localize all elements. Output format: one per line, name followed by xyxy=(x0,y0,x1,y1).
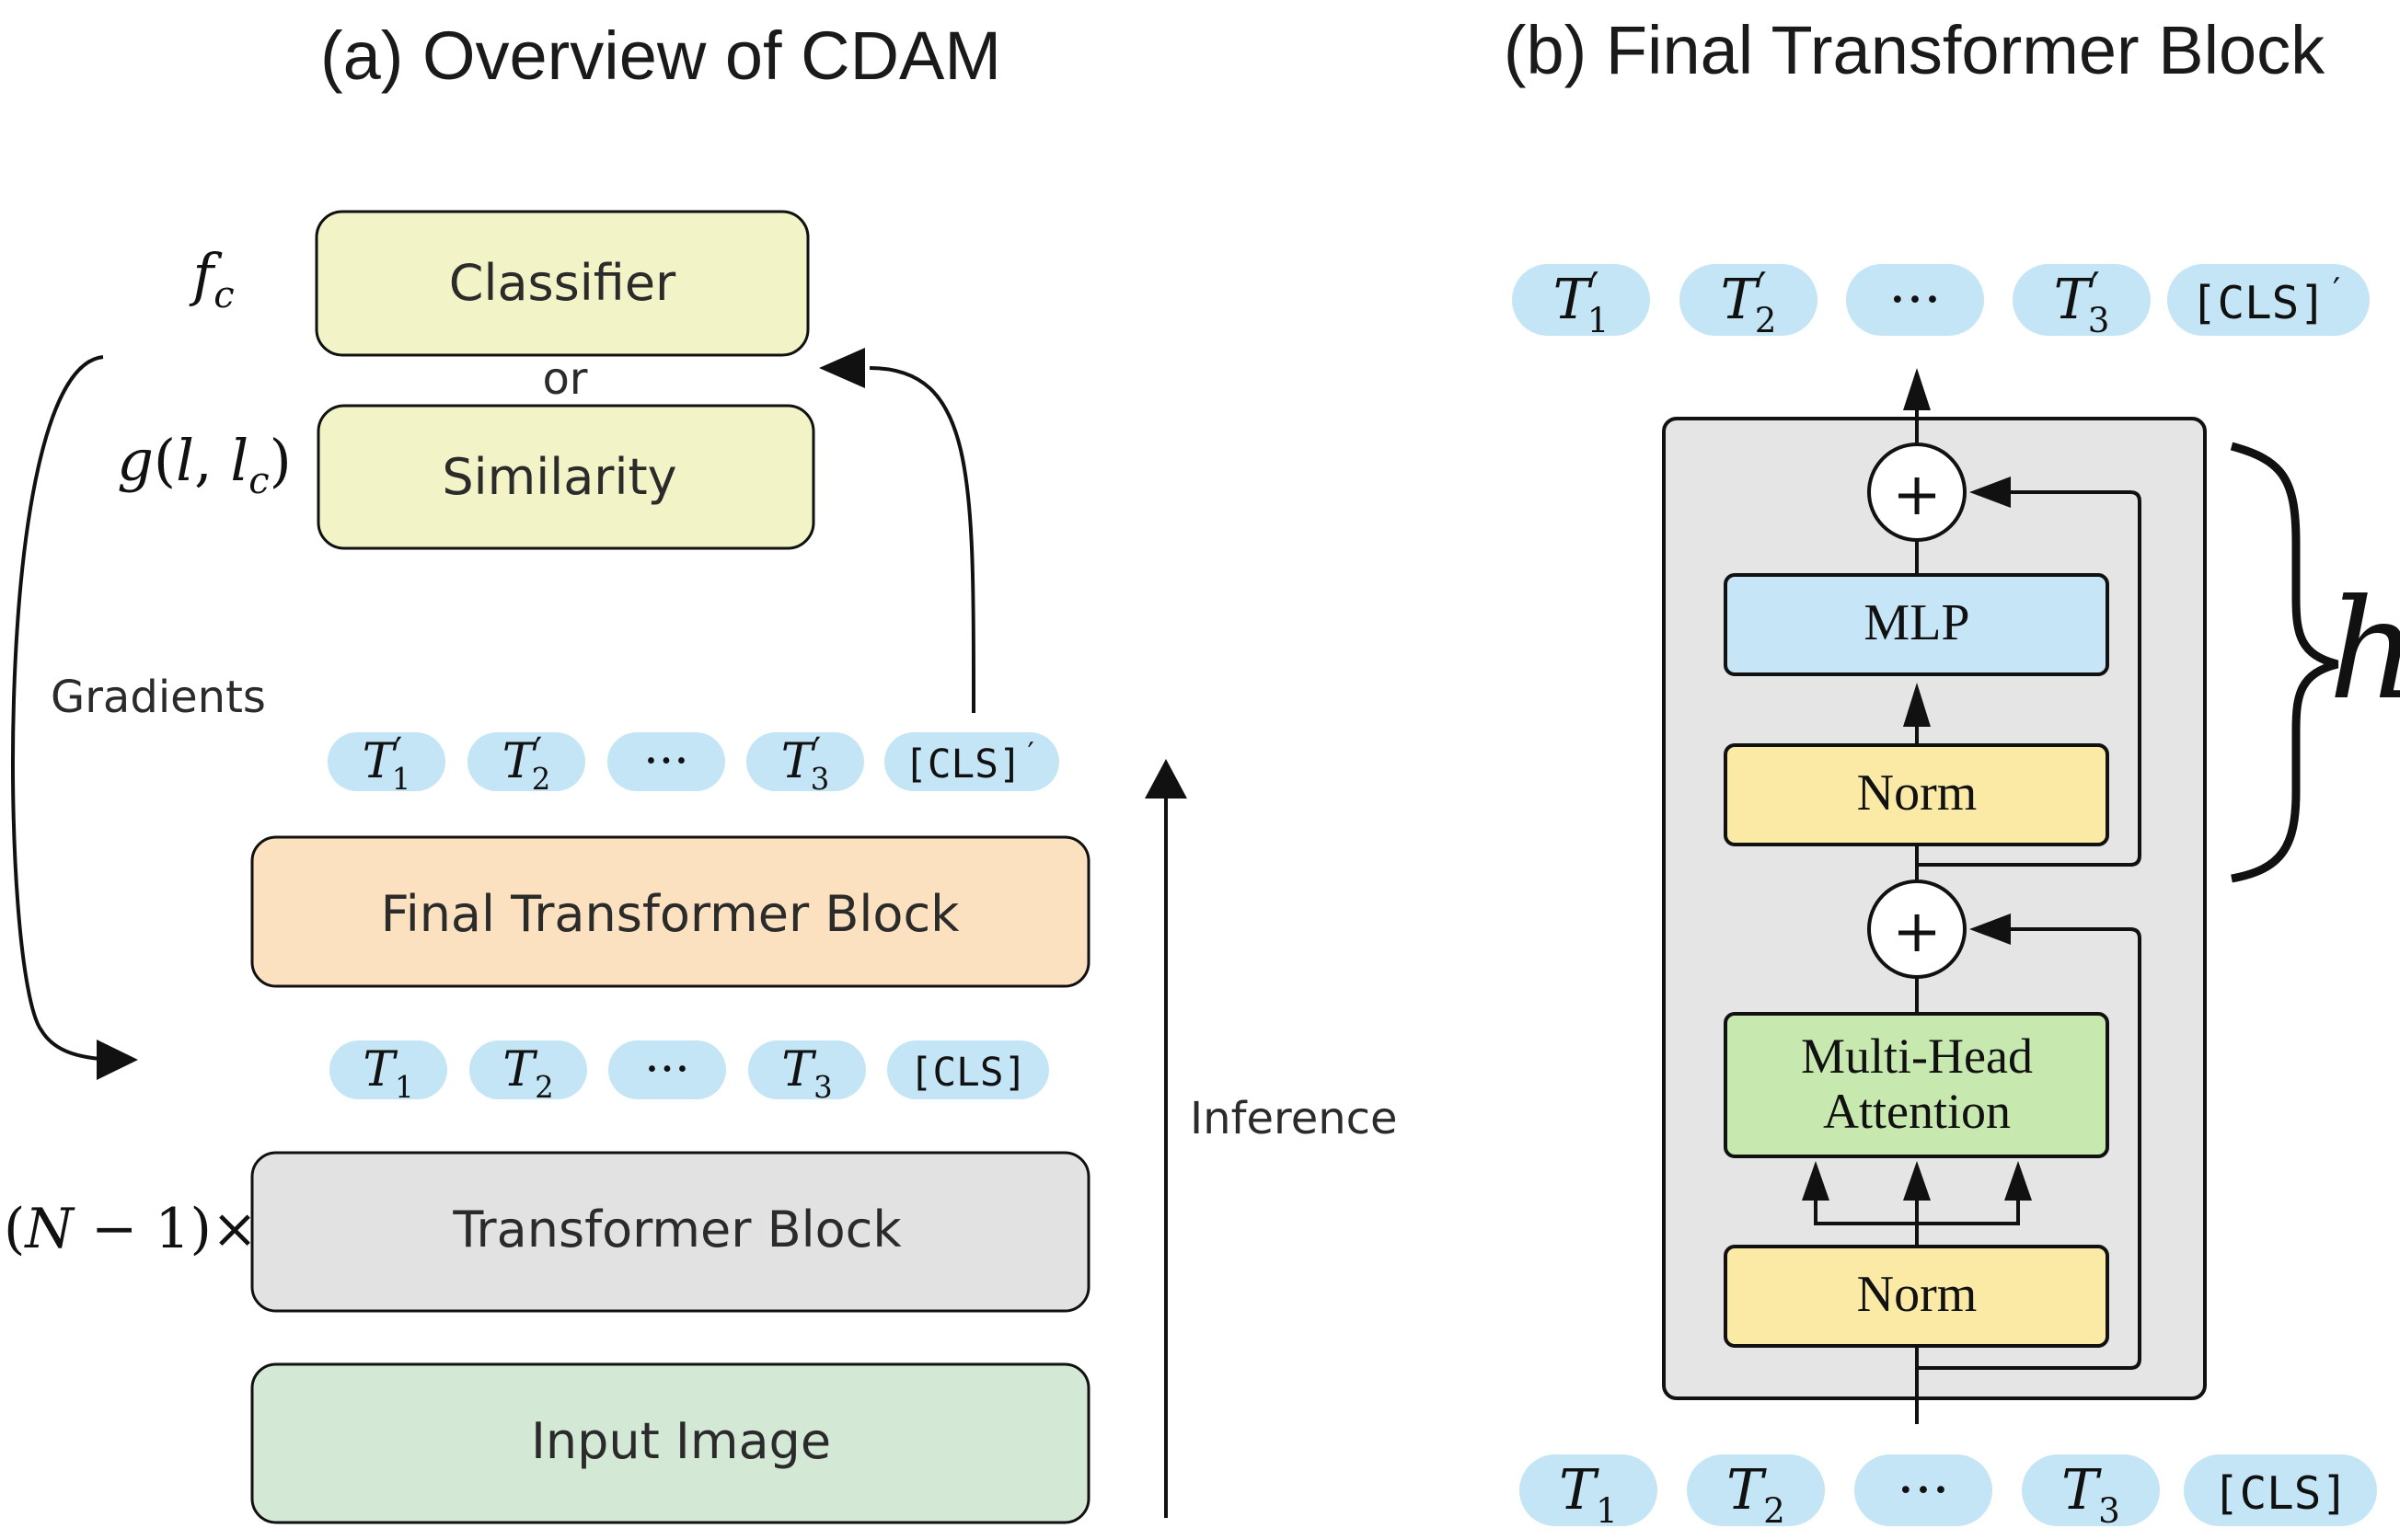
panel-b-out-token-5: [CLS]′ xyxy=(2190,270,2347,329)
v-arrowhead xyxy=(2004,1161,2032,1201)
panel-a-in-token-1: T1 xyxy=(363,1042,413,1105)
panel-a-out-token-4: T′3 xyxy=(781,731,830,798)
add-circle-upper xyxy=(1867,442,1967,542)
panel-a-in-token-pill-4 xyxy=(748,1040,866,1099)
q-arrowhead xyxy=(1802,1161,1829,1201)
panel-b-in-token-3: ··· xyxy=(1897,1458,1949,1523)
panel-a-out-token-pill-4 xyxy=(746,732,864,791)
panel-b-in-token-pill-5 xyxy=(2184,1454,2377,1526)
panel-b-in-token-pill-3 xyxy=(1854,1454,1992,1526)
panel-a-in-token-pill-5 xyxy=(887,1040,1049,1099)
gradients-label: Gradients xyxy=(51,672,266,723)
inference-label: Inference xyxy=(1190,1093,1398,1144)
cls-arrowhead xyxy=(819,348,865,388)
panel-a-out-token-2: T′2 xyxy=(502,731,551,798)
norm-top-box xyxy=(1724,743,2109,846)
residual-2-arrowhead xyxy=(1969,477,2011,508)
norm-mlp-arrowhead xyxy=(1903,683,1931,727)
panel-a-out-token-1: T′1 xyxy=(363,731,411,798)
repeat-label: (N − 1)× xyxy=(4,1197,258,1261)
panel-b-out-token-4: T′3 xyxy=(2054,263,2110,340)
or-label: or xyxy=(542,353,587,405)
similarity-box xyxy=(317,404,815,550)
panel-b-in-token-pill-1 xyxy=(1519,1454,1657,1526)
panel-b-out-token-pill-3 xyxy=(1846,264,1984,336)
panel-a-in-token-pill-3 xyxy=(608,1040,726,1099)
panel-b-out-token-pill-2 xyxy=(1679,264,1817,336)
panel-a-in-token-3: ··· xyxy=(644,1042,690,1098)
panel-b-out-token-pill-4 xyxy=(2013,264,2151,336)
plus-upper: + xyxy=(1892,461,1942,529)
panel-a-in-token-2: T2 xyxy=(502,1042,553,1105)
transformer-block-box xyxy=(250,1151,1090,1313)
panel-a-in-token-5: [CLS] xyxy=(909,1050,1027,1096)
norm-top-label: Norm xyxy=(1857,764,1978,822)
panel-a-title: (a) Overview of CDAM xyxy=(320,17,1001,94)
mlp-box xyxy=(1724,573,2109,676)
panel-a-output-tokens: T′1 T′2 ··· T′3 [CLS]′ xyxy=(328,731,1059,798)
inference-arrowhead xyxy=(1145,759,1187,799)
classifier-box xyxy=(315,210,810,357)
plus-lower: + xyxy=(1892,898,1942,966)
panel-a-out-token-pill-1 xyxy=(328,732,445,791)
panel-b-out-token-3: ··· xyxy=(1888,268,1941,332)
panel-a-in-token-pill-2 xyxy=(469,1040,587,1099)
panel-b-in-token-1: T1 xyxy=(1559,1458,1618,1531)
input-image-label: Input Image xyxy=(531,1412,831,1470)
output-arrowhead xyxy=(1903,368,1931,410)
panel-b-out-token-2: T′2 xyxy=(1721,263,1777,340)
mlp-label: MLP xyxy=(1863,594,1969,651)
residual-1 xyxy=(1917,927,2141,1370)
panel-a-out-token-3: ··· xyxy=(643,734,689,789)
panel-b-in-token-2: T2 xyxy=(1726,1458,1785,1531)
gradients-curve xyxy=(11,355,111,1062)
panel-b-out-token-1: T′1 xyxy=(1553,263,1610,340)
panel-a-out-token-pill-3 xyxy=(607,732,725,791)
panel-a-in-token-pill-1 xyxy=(329,1040,447,1099)
panel-b-input-tokens: T1 T2 ··· T3 [CLS] xyxy=(1519,1454,2377,1531)
panel-b-in-token-pill-4 xyxy=(2022,1454,2160,1526)
panel-b-out-token-pill-1 xyxy=(1512,264,1650,336)
norm-bottom-label: Norm xyxy=(1857,1266,1978,1323)
panel-b-output-tokens: T′1 T′2 ··· T′3 [CLS]′ xyxy=(1512,263,2370,340)
residual-2 xyxy=(1917,490,2141,867)
norm-bottom-box xyxy=(1724,1245,2109,1348)
panel-a-out-token-pill-5 xyxy=(884,732,1059,791)
panel-a-in-token-4: T3 xyxy=(781,1042,832,1105)
k-arrowhead xyxy=(1903,1161,1931,1201)
transformer-block-label: Transformer Block xyxy=(452,1201,902,1258)
panel-a-out-token-pill-2 xyxy=(467,732,585,791)
final-transformer-block-box xyxy=(250,835,1090,988)
g-label: g(l, lc) xyxy=(117,427,292,502)
panel-a-out-token-5: [CLS]′ xyxy=(904,736,1040,788)
add-circle-lower xyxy=(1867,879,1967,979)
similarity-label: Similarity xyxy=(442,448,676,506)
final-transformer-block-label: Final Transformer Block xyxy=(381,885,961,943)
panel-b-in-token-pill-2 xyxy=(1687,1454,1825,1526)
multi-head-attention-box xyxy=(1724,1012,2109,1158)
input-image-box xyxy=(250,1362,1090,1524)
classifier-label: Classifier xyxy=(449,254,676,312)
panel-b-in-token-4: T3 xyxy=(2061,1458,2120,1531)
panel-b-title: (b) Final Transformer Block xyxy=(1504,12,2325,88)
panel-a-input-tokens: T1 T2 ··· T3 [CLS] xyxy=(329,1040,1049,1105)
cls-to-classifier-curve xyxy=(869,366,976,714)
panel-b-in-token-5: [CLS] xyxy=(2212,1466,2348,1520)
residual-1-arrowhead xyxy=(1969,914,2011,945)
h-label: h xyxy=(2328,570,2400,730)
mha-label-line1: Multi-Head xyxy=(1801,1029,2033,1084)
h-brace xyxy=(2230,442,2339,883)
fc-label: fc xyxy=(189,241,234,316)
mha-label-line2: Attention xyxy=(1823,1084,2011,1139)
gradients-arrowhead xyxy=(97,1040,138,1080)
panel-b-out-token-pill-5 xyxy=(2167,264,2370,336)
